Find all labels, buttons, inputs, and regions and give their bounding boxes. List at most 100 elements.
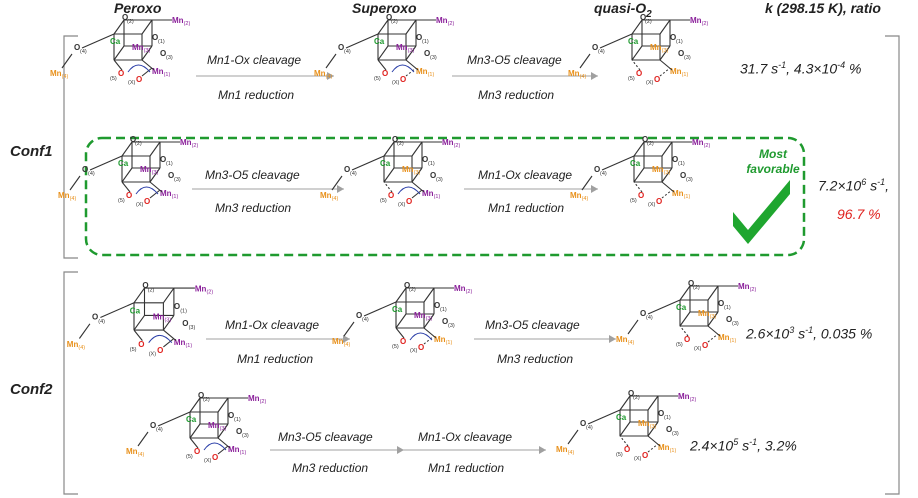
cube-edge bbox=[619, 421, 631, 437]
cube-edge bbox=[377, 45, 389, 61]
cube-edge bbox=[149, 141, 161, 157]
step-label: Mn3 reduction bbox=[497, 352, 574, 366]
o3-sub: (3) bbox=[430, 55, 437, 61]
o1-sub: (1) bbox=[440, 307, 447, 313]
bond-line bbox=[78, 323, 91, 339]
bond-line bbox=[100, 302, 135, 319]
mn3-label: Mn(3) bbox=[652, 165, 670, 176]
arrow-head bbox=[397, 446, 404, 454]
bond-line bbox=[343, 321, 355, 337]
o1-sub: (1) bbox=[166, 161, 173, 167]
mn1-label: Mn(1) bbox=[160, 189, 178, 200]
o3-label: O bbox=[160, 49, 166, 58]
o1-label: O bbox=[174, 302, 180, 311]
o1-sub: (1) bbox=[664, 415, 671, 421]
bond-line bbox=[647, 443, 659, 453]
o2-sub: (2) bbox=[148, 287, 155, 293]
mn3-label: Mn(3) bbox=[208, 421, 226, 432]
bond-line bbox=[69, 175, 81, 191]
bond-line bbox=[157, 411, 191, 427]
cube-edge bbox=[113, 45, 125, 61]
ox-label: O bbox=[642, 451, 648, 460]
bond-line bbox=[579, 53, 591, 69]
ox-label: O bbox=[212, 453, 218, 462]
o1-sub: (1) bbox=[158, 39, 165, 45]
step-label: Mn1 reduction bbox=[428, 461, 505, 475]
cube-edge bbox=[377, 19, 389, 35]
rate-conf1-path1: 31.7 s-1, 4.3×10-4 % bbox=[740, 60, 862, 77]
o4-sub: (4) bbox=[598, 49, 605, 55]
bond-line bbox=[61, 53, 73, 69]
cube-edge bbox=[619, 395, 631, 411]
o2-label: O bbox=[130, 135, 136, 144]
cube-edge bbox=[423, 287, 435, 303]
cube-edge bbox=[162, 287, 175, 304]
bond-line bbox=[331, 175, 343, 191]
o3-label: O bbox=[442, 317, 448, 326]
arrow-head bbox=[591, 72, 598, 80]
cube-edge bbox=[405, 19, 417, 35]
o1-sub: (1) bbox=[724, 305, 731, 311]
mn2-label: Mn(2) bbox=[180, 138, 198, 149]
ox-label: O bbox=[656, 197, 662, 206]
bond-line bbox=[567, 429, 579, 445]
ca-label: Ca bbox=[392, 305, 403, 314]
mn4-label: Mn(4) bbox=[58, 191, 76, 202]
bond-line bbox=[627, 319, 639, 335]
conf2-label: Conf2 bbox=[10, 381, 53, 398]
cube-edge bbox=[411, 167, 423, 183]
cube-edge bbox=[679, 311, 691, 327]
mn4-label: Mn(4) bbox=[320, 191, 338, 202]
bond-line bbox=[345, 33, 379, 49]
mn3-label: Mn(3) bbox=[132, 43, 150, 54]
bond-line bbox=[141, 67, 153, 77]
o3-sub: (3) bbox=[174, 177, 181, 183]
cube-edge bbox=[647, 421, 659, 437]
o5-sub: (5) bbox=[380, 198, 387, 204]
o3-sub: (3) bbox=[686, 177, 693, 183]
o2-label: O bbox=[640, 13, 646, 22]
step-label: Mn1-Ox cleavage bbox=[225, 318, 320, 332]
mn4-label: Mn(4) bbox=[50, 69, 68, 80]
bracket-conf2 bbox=[63, 271, 78, 495]
ox-sub: (X) bbox=[392, 80, 400, 86]
step-label: Mn3-O5 cleavage bbox=[205, 168, 300, 182]
cube-edge bbox=[189, 423, 201, 439]
o2-label: O bbox=[642, 135, 648, 144]
o5-label: O bbox=[624, 445, 630, 454]
o1-label: O bbox=[672, 155, 678, 164]
bond-line bbox=[587, 409, 621, 425]
mn4-label: Mn(4) bbox=[570, 191, 588, 202]
o5-sub: (5) bbox=[630, 198, 637, 204]
o4-label: O bbox=[338, 43, 344, 52]
rate-conf2-path1: 2.6×103 s-1, 0.035 % bbox=[746, 325, 873, 342]
cube-edge bbox=[189, 397, 201, 413]
cube-edge bbox=[395, 313, 407, 329]
cube-edge bbox=[661, 167, 673, 183]
o4-label: O bbox=[640, 309, 646, 318]
mn2-label: Mn(2) bbox=[738, 282, 756, 293]
mn1-label: Mn(1) bbox=[152, 67, 170, 78]
o1-sub: (1) bbox=[422, 39, 429, 45]
mn3-label: Mn(3) bbox=[650, 43, 668, 54]
mn2-label: Mn(2) bbox=[442, 138, 460, 149]
o4-sub: (4) bbox=[362, 317, 369, 323]
ox-label: O bbox=[136, 75, 142, 84]
o1-sub: (1) bbox=[428, 161, 435, 167]
mn2-label: Mn(2) bbox=[195, 284, 213, 295]
cube-edge bbox=[707, 285, 719, 301]
o3-label: O bbox=[182, 319, 188, 328]
cube-edge bbox=[395, 287, 407, 303]
mn3-label: Mn(3) bbox=[140, 165, 158, 176]
o2-sub: (2) bbox=[693, 285, 700, 291]
o5-sub: (5) bbox=[628, 76, 635, 82]
o2-label: O bbox=[122, 13, 128, 22]
mn1-label: Mn(1) bbox=[228, 445, 246, 456]
mn4-label: Mn(4) bbox=[332, 337, 350, 348]
o5-label: O bbox=[118, 69, 124, 78]
ox-label: O bbox=[654, 75, 660, 84]
mn3-label: Mn(3) bbox=[402, 165, 420, 176]
o3-sub: (3) bbox=[242, 433, 249, 439]
